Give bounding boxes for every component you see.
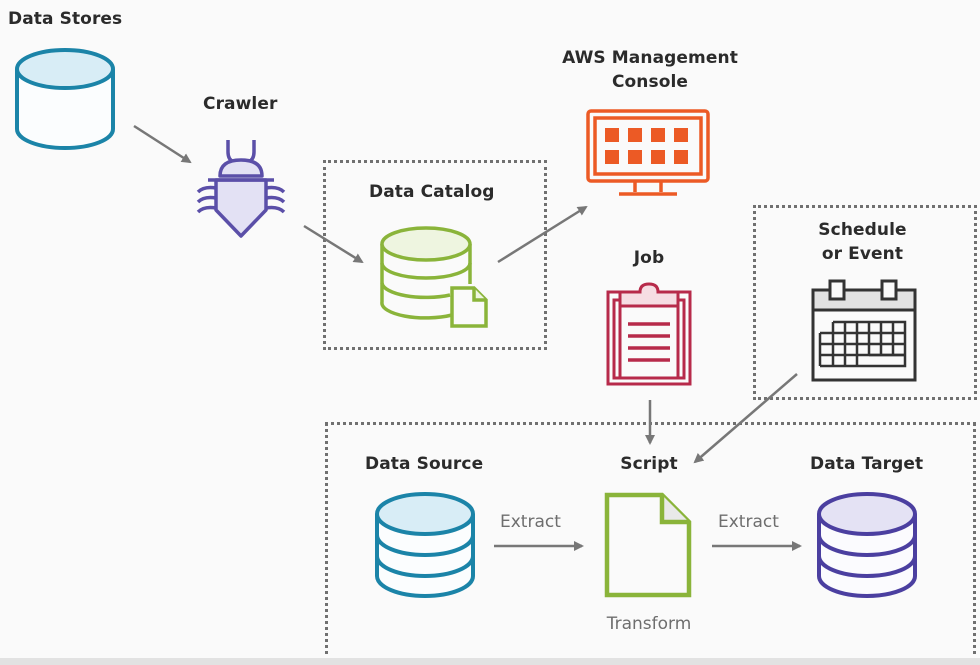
job-label: Job [633,248,665,268]
transform-label: Transform [606,614,692,634]
database-icon [15,48,115,150]
arrow-schedule-to-script [693,373,798,464]
data-source-label: Data Source [365,454,484,474]
console-label-line1: AWS Management [562,48,738,68]
console-label-line2: Console [611,72,689,92]
schedule-group-box [753,205,977,400]
script-label: Script [620,454,678,474]
clipboard-icon [606,282,692,386]
monitor-icon [586,109,710,196]
data-catalog-label: Data Catalog [369,182,495,202]
data-target-label: Data Target [810,454,924,474]
database-document-icon [380,226,488,328]
database-icon [375,492,475,598]
schedule-label-line2: or Event [821,244,904,264]
data-stores-label: Data Stores [8,9,123,29]
arrow-datastores-to-crawler [133,124,192,164]
bug-icon [196,140,286,238]
arrow-crawler-to-catalog [303,224,364,264]
database-icon [817,492,917,598]
document-icon [604,492,692,598]
calendar-icon [811,279,917,382]
bottom-bar [0,658,980,665]
arrow-catalog-to-console [497,205,588,264]
schedule-label-line1: Schedule [818,220,907,240]
data-catalog-group-box [323,160,547,350]
extract-label-2: Extract [718,512,779,532]
crawler-label: Crawler [203,94,278,114]
extract-label-1: Extract [500,512,561,532]
